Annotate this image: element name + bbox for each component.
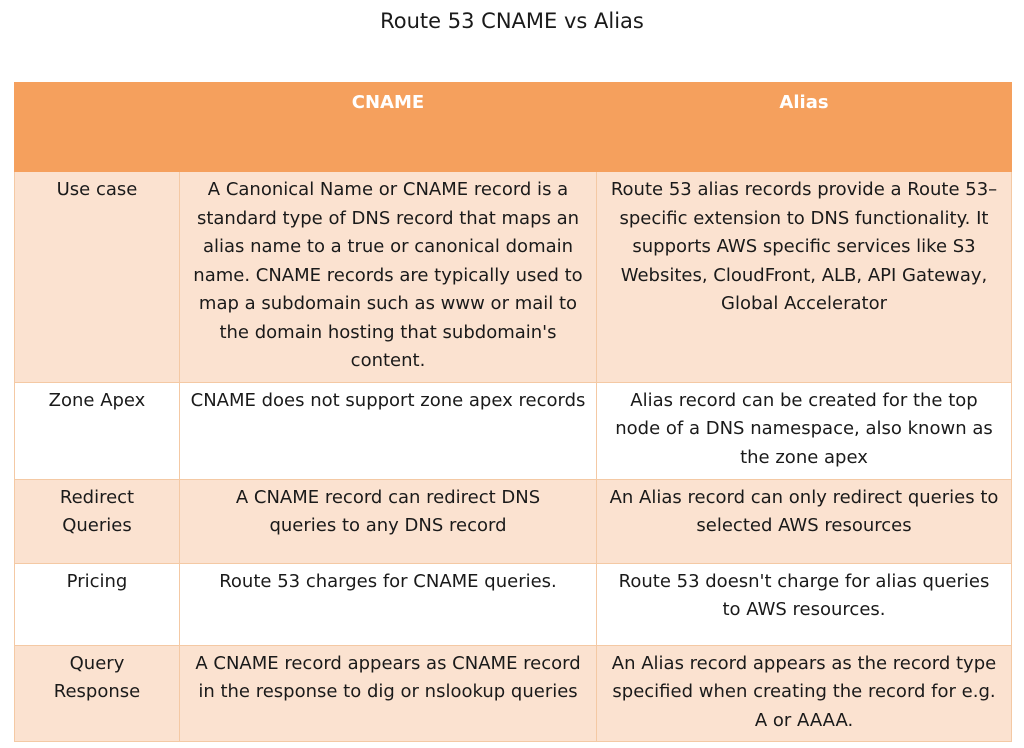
row-label: Query Response xyxy=(14,644,180,742)
header-row: CNAME Alias xyxy=(14,82,1012,172)
cname-cell: CNAME does not support zone apex records xyxy=(179,381,597,480)
cname-cell: Route 53 charges for CNAME queries. xyxy=(179,562,597,646)
row-label: Zone Apex xyxy=(14,381,180,480)
row-label: Pricing xyxy=(14,562,180,646)
header-cell-alias: Alias xyxy=(596,82,1012,172)
alias-cell: Alias record can be created for the top … xyxy=(596,381,1012,480)
table-row: Zone Apex CNAME does not support zone ap… xyxy=(14,381,1012,480)
alias-cell: Route 53 alias records provide a Route 5… xyxy=(596,171,1012,383)
cname-cell: A CNAME record appears as CNAME record i… xyxy=(179,644,597,742)
page-title: Route 53 CNAME vs Alias xyxy=(380,9,644,33)
cname-cell: A Canonical Name or CNAME record is a st… xyxy=(179,171,597,383)
comparison-table: CNAME Alias Use case A Canonical Name or… xyxy=(14,82,1012,742)
alias-cell: An Alias record can only redirect querie… xyxy=(596,478,1012,564)
table-row: Query Response A CNAME record appears as… xyxy=(14,644,1012,742)
table-row: Use case A Canonical Name or CNAME recor… xyxy=(14,171,1012,383)
table-row: Pricing Route 53 charges for CNAME queri… xyxy=(14,562,1012,646)
header-cell-empty xyxy=(14,82,180,172)
alias-cell: Route 53 doesn't charge for alias querie… xyxy=(596,562,1012,646)
row-label: Use case xyxy=(14,171,180,383)
header-cell-cname: CNAME xyxy=(179,82,597,172)
table-row: Redirect Queries A CNAME record can redi… xyxy=(14,478,1012,564)
alias-cell: An Alias record appears as the record ty… xyxy=(596,644,1012,742)
row-label: Redirect Queries xyxy=(14,478,180,564)
cname-cell: A CNAME record can redirect DNS queries … xyxy=(179,478,597,564)
